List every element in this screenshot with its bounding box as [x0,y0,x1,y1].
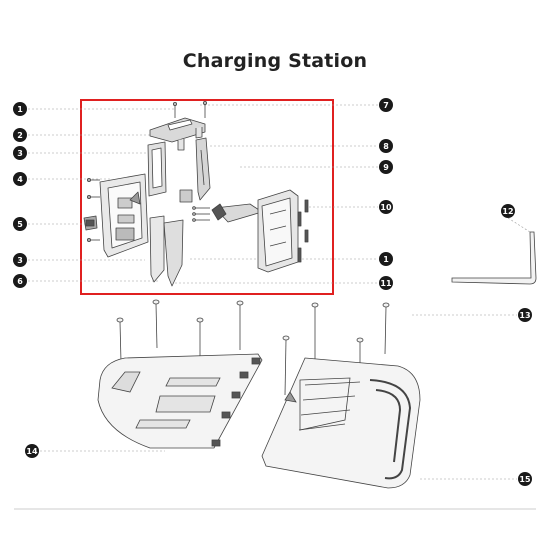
callout-3: 3 [13,146,27,160]
callout-10: 10 [379,200,393,214]
callout-15: 15 [518,472,532,486]
callout-label: 13 [519,311,530,320]
callout-label: 1 [17,105,23,114]
callout-2: 2 [13,128,27,142]
callout-label: 3 [17,149,23,158]
base-plate-left [97,353,263,449]
callout-1: 1 [379,252,393,266]
callout-label: 2 [17,131,23,140]
callout-5: 5 [13,217,27,231]
callout-label: 14 [26,447,38,456]
highlight-box [80,99,334,295]
hex-key-part [451,231,537,285]
ground-stakes [116,299,390,396]
callout-label: 15 [519,475,531,484]
callout-12: 12 [501,204,515,218]
base-plate-right [261,357,421,489]
callout-label: 7 [383,101,389,110]
callout-label: 1 [383,255,389,264]
callout-14: 14 [25,444,39,458]
callout-label: 11 [380,279,392,288]
callout-13: 13 [518,308,532,322]
callout-3: 3 [13,253,27,267]
callout-7: 7 [379,98,393,112]
callout-label: 9 [383,163,389,172]
callout-label: 8 [383,142,389,151]
callout-label: 4 [17,175,23,184]
callout-9: 9 [379,160,393,174]
leader-lines [28,104,517,480]
callout-label: 3 [17,256,23,265]
callout-label: 12 [502,207,513,216]
station-parts [83,101,309,287]
callout-label: 6 [17,277,23,286]
callout-4: 4 [13,172,27,186]
page-title: Charging Station [182,50,368,72]
callout-label: 5 [17,220,23,229]
callout-label: 10 [380,203,392,212]
callout-11: 11 [379,276,393,290]
callout-6: 6 [13,274,27,288]
callout-1: 1 [13,102,27,116]
callout-8: 8 [379,139,393,153]
callouts: 1 2 3 4 5 3 6 7 8 9 10 1 11 12 13 14 15 [13,98,532,486]
